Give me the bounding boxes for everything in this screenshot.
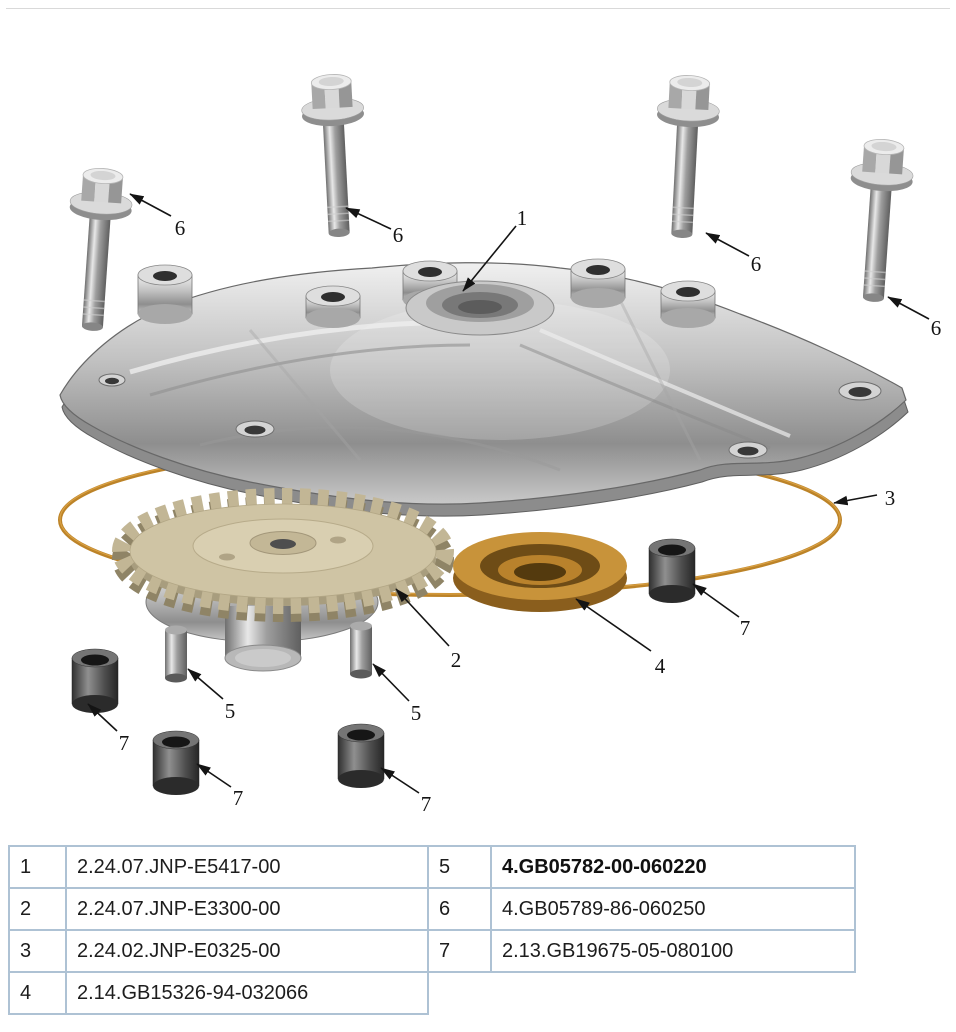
table-row: 4 2.14.GB15326-94-032066	[8, 971, 429, 1015]
leader-arrow	[87, 703, 118, 732]
part-ref-cell: 7	[427, 929, 492, 973]
table-row: 1 2.24.07.JNP-E5417-00	[8, 845, 429, 889]
part-number-cell: 2.24.02.JNP-E0325-00	[65, 929, 429, 973]
housing-hole	[728, 441, 768, 459]
callout-label: 3	[885, 486, 896, 510]
gear-assembly	[112, 488, 454, 683]
leader-arrow	[129, 193, 172, 217]
dowel-pin	[165, 625, 187, 683]
part-ref-cell: 4	[8, 971, 67, 1015]
callout-label: 6	[751, 252, 762, 276]
part-number-cell: 2.13.GB19675-05-080100	[490, 929, 856, 973]
part-number-cell: 2.24.07.JNP-E3300-00	[65, 887, 429, 931]
leader-arrow	[692, 583, 740, 618]
leader-arrow	[380, 767, 420, 794]
leader-arrow	[372, 663, 410, 702]
table-row: 5 4.GB05782-00-060220	[427, 845, 856, 889]
leader-arrow	[705, 232, 750, 257]
leader-arrow	[462, 225, 517, 292]
callout-label: 7	[233, 786, 244, 810]
seal-ring	[453, 532, 627, 612]
leader-arrow	[196, 763, 232, 788]
housing-central-bore	[405, 280, 555, 336]
part-number-cell: 2.24.07.JNP-E5417-00	[65, 845, 429, 889]
parts-table-left: 1 2.24.07.JNP-E5417-00 2 2.24.07.JNP-E33…	[8, 845, 429, 1015]
gear	[112, 488, 454, 622]
housing-boss	[137, 264, 193, 324]
part-ref-cell: 3	[8, 929, 67, 973]
housing-boss	[305, 285, 361, 328]
callout-label: 6	[175, 216, 186, 240]
leader-arrow	[345, 207, 392, 230]
leader-arrow	[395, 588, 450, 647]
callout-label: 5	[225, 699, 236, 723]
bushing	[152, 730, 200, 796]
callout-label: 2	[451, 648, 462, 672]
page-top-rule	[6, 8, 950, 9]
bushing	[337, 723, 385, 789]
bushing	[71, 648, 119, 714]
callout-label: 1	[517, 206, 528, 230]
leader-arrow	[187, 668, 224, 700]
flange-bolt	[649, 73, 722, 241]
callout-label: 7	[119, 731, 130, 755]
callout-label: 7	[421, 792, 432, 816]
leader-arrow	[887, 296, 930, 320]
dowel-pin	[350, 621, 372, 679]
callout-label: 4	[655, 654, 666, 678]
part-ref-cell: 6	[427, 887, 492, 931]
bushing	[648, 538, 696, 604]
part-ref-cell: 2	[8, 887, 67, 931]
housing-cover	[59, 258, 909, 517]
part-number-cell: 4.GB05782-00-060220	[490, 845, 856, 889]
housing-hole	[98, 373, 126, 387]
housing-highlight	[330, 300, 670, 440]
callout-label: 7	[740, 616, 751, 640]
flange-bolt	[60, 165, 136, 334]
part-number-cell: 4.GB05789-86-060250	[490, 887, 856, 931]
callout-label: 6	[393, 223, 404, 247]
callout-label: 5	[411, 701, 422, 725]
table-row: 2 2.24.07.JNP-E3300-00	[8, 887, 429, 931]
table-row: 7 2.13.GB19675-05-080100	[427, 929, 856, 973]
housing-boss	[660, 280, 716, 328]
table-row: 6 4.GB05789-86-060250	[427, 887, 856, 931]
leader-arrow	[575, 598, 652, 652]
part-number-cell: 2.14.GB15326-94-032066	[65, 971, 429, 1015]
part-ref-cell: 5	[427, 845, 492, 889]
exploded-parts-diagram: 1 6 6 6 6 3 7 2 4 5 5 7 7 7	[58, 72, 942, 816]
leader-arrows	[87, 193, 930, 794]
flange-bolt	[841, 136, 917, 305]
table-row: 3 2.24.02.JNP-E0325-00	[8, 929, 429, 973]
parts-table-right: 5 4.GB05782-00-060220 6 4.GB05789-86-060…	[427, 845, 856, 973]
housing-hole	[235, 420, 275, 438]
housing-hole	[838, 381, 882, 401]
part-ref-cell: 1	[8, 845, 67, 889]
leader-arrow	[833, 494, 878, 506]
callout-label: 6	[931, 316, 942, 340]
housing-boss	[570, 258, 626, 308]
